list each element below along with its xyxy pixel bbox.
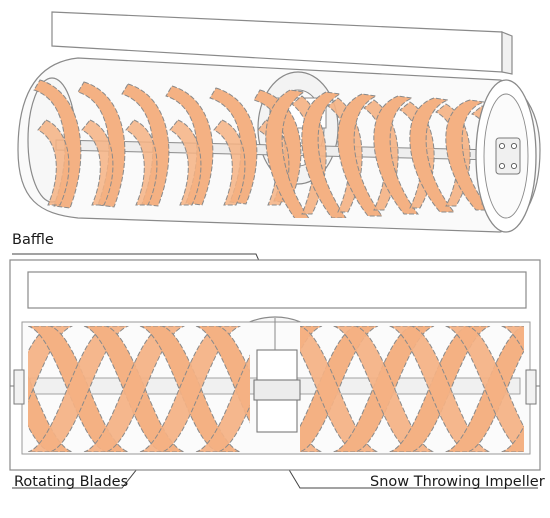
front-right-blade-a-7 xyxy=(501,425,524,452)
front-left-blade-b-5 xyxy=(195,354,250,452)
top-left-blade-0 xyxy=(33,79,82,209)
top-right-end-plate xyxy=(475,79,537,233)
top-left-inner-blade-1 xyxy=(81,119,114,206)
left-blade-set xyxy=(28,326,250,452)
top-left-inner-blade-4 xyxy=(213,119,246,206)
top-left-blade-1 xyxy=(77,81,126,208)
front-right-blade-b-3 xyxy=(300,326,379,452)
front-view xyxy=(9,259,541,471)
top-left-blade-3 xyxy=(165,85,214,206)
front-impeller-paddles xyxy=(253,318,301,433)
top-right-blade-4 xyxy=(409,97,456,213)
baffle-label: Baffle xyxy=(12,232,54,248)
front-right-bracket xyxy=(525,369,540,405)
top-right-blade-3 xyxy=(373,95,420,215)
top-right-blade-2 xyxy=(337,93,383,217)
top-baffle-bar-side xyxy=(501,31,513,75)
right-blade-set xyxy=(300,326,524,452)
front-left-bracket xyxy=(10,369,25,405)
top-perspective-view xyxy=(17,11,541,233)
top-left-inner-blade-3 xyxy=(169,119,202,206)
top-left-inner-blade-0 xyxy=(37,119,70,206)
top-right-blade-0 xyxy=(265,89,310,218)
rotating-blades-label: Rotating Blades xyxy=(14,474,129,490)
front-baffle-bar xyxy=(27,271,527,309)
snow-throwing-impeller-label: Snow Throwing Impeller xyxy=(370,474,545,490)
top-left-inner-blade-2 xyxy=(125,119,158,206)
front-right-blade-b-7 xyxy=(501,326,524,353)
front-left-blade-a-5 xyxy=(195,326,250,424)
top-right-blade-1 xyxy=(301,91,347,218)
top-rotating-blades xyxy=(33,79,498,218)
front-rotating-blades xyxy=(28,326,524,452)
front-right-blade-b-4 xyxy=(333,326,435,452)
front-left-blade-a-1 xyxy=(28,375,73,452)
front-right-blade-b-5 xyxy=(389,326,491,452)
front-right-blade-b-6 xyxy=(445,326,524,452)
top-left-blade-4 xyxy=(209,87,258,205)
top-left-blade-2 xyxy=(121,83,170,207)
